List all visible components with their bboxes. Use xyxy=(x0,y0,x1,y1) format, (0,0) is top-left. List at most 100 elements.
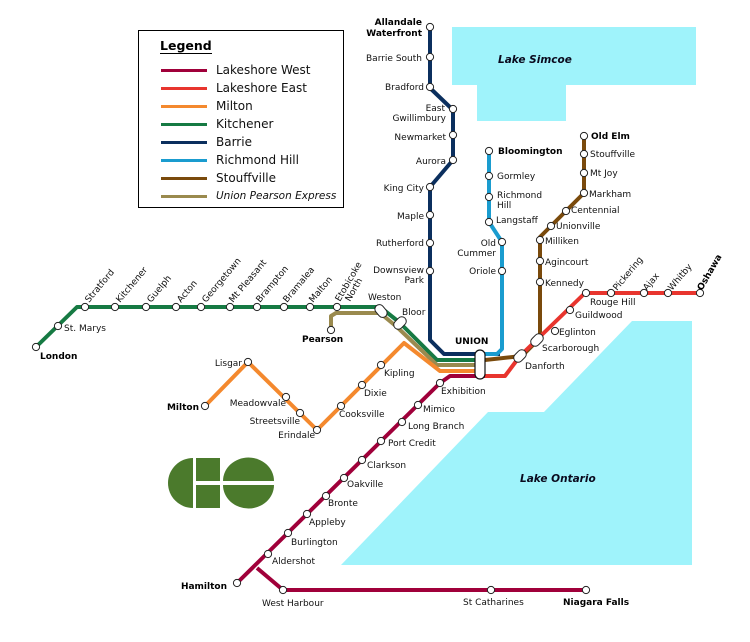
station-marker-appleby[interactable] xyxy=(302,509,312,519)
station-marker-london[interactable] xyxy=(31,342,41,352)
station-marker-langstaff[interactable] xyxy=(484,217,494,227)
label-kennedy: Kennedy xyxy=(545,279,585,289)
label-gormley: Gormley xyxy=(497,172,536,182)
union-station-marker[interactable] xyxy=(474,349,486,380)
station-marker-st-catharines[interactable] xyxy=(486,585,496,595)
station-marker-meadowvale[interactable] xyxy=(281,392,291,402)
station-marker-centennial[interactable] xyxy=(561,206,571,216)
station-marker-niagara-falls[interactable] xyxy=(581,585,591,595)
station-marker-etobicoke-north[interactable] xyxy=(332,302,342,312)
station-marker-stratford[interactable] xyxy=(80,302,90,312)
station-marker-eglinton[interactable] xyxy=(550,326,560,336)
station-marker-bloomington[interactable] xyxy=(484,146,494,156)
label-old-elm: Old Elm xyxy=(591,132,630,142)
station-marker-richmond-hill[interactable] xyxy=(484,192,494,202)
station-marker-unionville[interactable] xyxy=(546,221,556,231)
station-marker-clarkson[interactable] xyxy=(357,455,367,465)
station-marker-erindale[interactable] xyxy=(312,425,322,435)
station-marker-bradford[interactable] xyxy=(425,82,435,92)
station-marker-lisgar[interactable] xyxy=(243,357,253,367)
station-marker-maple[interactable] xyxy=(425,210,435,220)
kitchener-line xyxy=(34,305,485,362)
station-marker-bronte[interactable] xyxy=(321,491,331,501)
station-marker-allandale-waterfront[interactable] xyxy=(425,22,435,32)
lake-simcoe: Lake Simcoe xyxy=(452,27,696,121)
legend-item-milton: Milton xyxy=(161,97,253,115)
station-marker-milliken[interactable] xyxy=(535,235,545,245)
station-marker-stouffville[interactable] xyxy=(579,149,589,159)
station-marker-guildwood[interactable] xyxy=(565,305,575,315)
station-marker-long-branch[interactable] xyxy=(397,417,407,427)
station-marker-st-marys[interactable] xyxy=(53,321,63,331)
station-marker-kipling[interactable] xyxy=(376,360,386,370)
station-marker-milton[interactable] xyxy=(200,401,210,411)
station-marker-acton[interactable] xyxy=(171,302,181,312)
station-marker-exhibition[interactable] xyxy=(435,378,445,388)
station-marker-oshawa[interactable] xyxy=(695,288,705,298)
station-marker-guelph[interactable] xyxy=(141,302,151,312)
station-marker-port-credit[interactable] xyxy=(376,436,386,446)
legend-item-lakeshore-east: Lakeshore East xyxy=(161,79,307,97)
interchange-marker-weston[interactable] xyxy=(373,303,389,320)
station-marker-markham[interactable] xyxy=(579,188,589,198)
station-marker-old-elm[interactable] xyxy=(579,131,589,141)
lake-ontario-label: Lake Ontario xyxy=(520,473,596,485)
interchange-marker-bloor[interactable] xyxy=(392,315,408,331)
station-marker-gormley[interactable] xyxy=(484,171,494,181)
legend-label: Lakeshore West xyxy=(216,63,311,77)
station-marker-barrie-south[interactable] xyxy=(425,52,435,62)
station-marker-whitby[interactable] xyxy=(663,288,673,298)
station-marker-king-city[interactable] xyxy=(425,182,435,192)
legend-swatch xyxy=(161,194,207,198)
station-marker-burlington[interactable] xyxy=(283,528,293,538)
label-allandale-waterfront-2: Waterfront xyxy=(366,29,422,39)
station-marker-downsview-park[interactable] xyxy=(425,266,435,276)
station-marker-georgetown[interactable] xyxy=(196,302,206,312)
label-ajax: Ajax xyxy=(642,271,663,293)
label-maple: Maple xyxy=(397,212,424,222)
station-marker-dixie[interactable] xyxy=(357,380,367,390)
station-marker-rouge-hill[interactable] xyxy=(581,288,591,298)
station-marker-pearson[interactable] xyxy=(326,325,336,335)
station-marker-pickering[interactable] xyxy=(606,288,616,298)
label-guelph: Guelph xyxy=(146,274,174,305)
station-marker-oakville[interactable] xyxy=(339,473,349,483)
station-marker-kitchener[interactable] xyxy=(110,302,120,312)
station-marker-cooksville[interactable] xyxy=(336,401,346,411)
station-marker-aurora[interactable] xyxy=(448,155,458,165)
station-marker-newmarket[interactable] xyxy=(448,130,458,140)
label-king-city: King City xyxy=(384,184,425,194)
legend-label: Lakeshore East xyxy=(216,81,307,95)
station-marker-kennedy[interactable] xyxy=(535,277,545,287)
station-marker-malton[interactable] xyxy=(305,302,315,312)
label-oshawa: Oshawa xyxy=(696,253,725,293)
interchange-marker-scarborough[interactable] xyxy=(529,332,545,348)
go-transit-logo xyxy=(168,457,274,509)
station-marker-mimico[interactable] xyxy=(413,400,423,410)
station-marker-mt-joy[interactable] xyxy=(579,168,589,178)
station-marker-agincourt[interactable] xyxy=(535,256,545,266)
label-oakville: Oakville xyxy=(347,480,384,490)
station-marker-west-harbour[interactable] xyxy=(278,585,288,595)
station-marker-ajax[interactable] xyxy=(639,288,649,298)
station-marker-old-cummer[interactable] xyxy=(497,237,507,247)
station-marker-hamilton[interactable] xyxy=(232,578,242,588)
legend-swatch xyxy=(161,68,207,72)
legend-label: Kitchener xyxy=(216,117,274,131)
label-port-credit: Port Credit xyxy=(388,439,436,449)
station-marker-rutherford[interactable] xyxy=(425,238,435,248)
legend-swatch xyxy=(161,104,207,108)
station-marker-brampton[interactable] xyxy=(252,302,262,312)
station-marker-streetsville[interactable] xyxy=(295,408,305,418)
label-rutherford: Rutherford xyxy=(376,239,424,249)
station-marker-aldershot[interactable] xyxy=(263,549,273,559)
station-marker-oriole[interactable] xyxy=(497,266,507,276)
legend-label: Richmond Hill xyxy=(216,153,299,167)
station-marker-bramalea[interactable] xyxy=(279,302,289,312)
legend-item-richmond-hill: Richmond Hill xyxy=(161,151,299,169)
label-mimico: Mimico xyxy=(423,405,455,415)
station-marker-mt-pleasant[interactable] xyxy=(225,302,235,312)
legend-item-lakeshore-west: Lakeshore West xyxy=(161,61,311,79)
interchange-marker-danforth[interactable] xyxy=(512,348,528,364)
station-marker-east-gwillimbury[interactable] xyxy=(448,104,458,114)
